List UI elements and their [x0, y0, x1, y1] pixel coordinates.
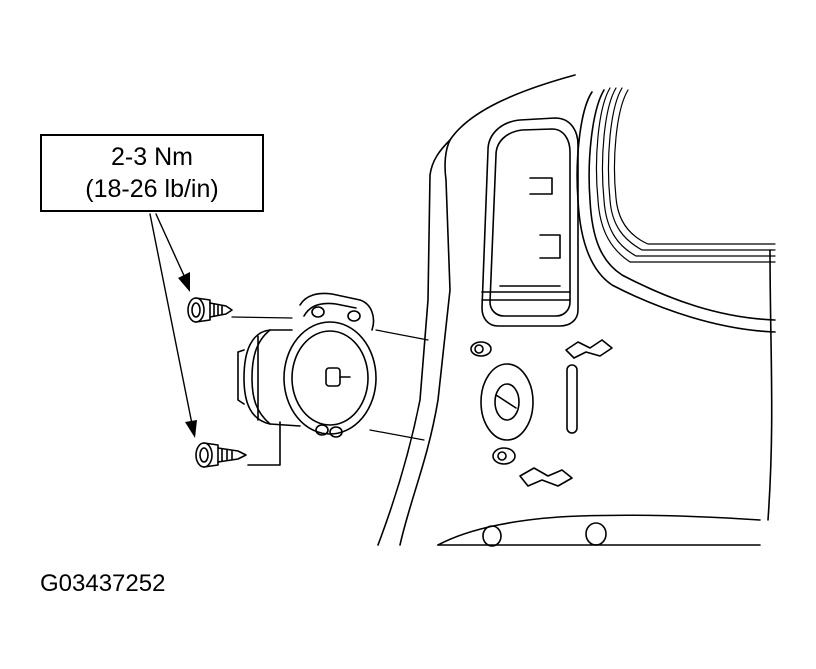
torque-value-imperial: (18-26 lb/in): [85, 175, 219, 203]
body-panel: [377, 74, 776, 546]
bolt-icon: [195, 442, 247, 468]
torque-callout: 2-3 Nm (18-26 lb/in): [40, 134, 264, 212]
panel-switch-area: [470, 339, 613, 487]
bolt-icon: [187, 297, 233, 323]
arrow-icon: [185, 420, 197, 438]
arrow-icon: [149, 213, 193, 425]
alignment-lines: [231, 316, 429, 441]
switch-module: [237, 292, 377, 466]
figure-id: G03437252: [40, 570, 166, 597]
arrow-icon: [178, 272, 190, 292]
panel-cutout: [481, 117, 579, 327]
wiring-harness: [595, 87, 776, 263]
torque-value-metric: 2-3 Nm: [111, 143, 193, 171]
lower-body-edge: [437, 514, 761, 547]
